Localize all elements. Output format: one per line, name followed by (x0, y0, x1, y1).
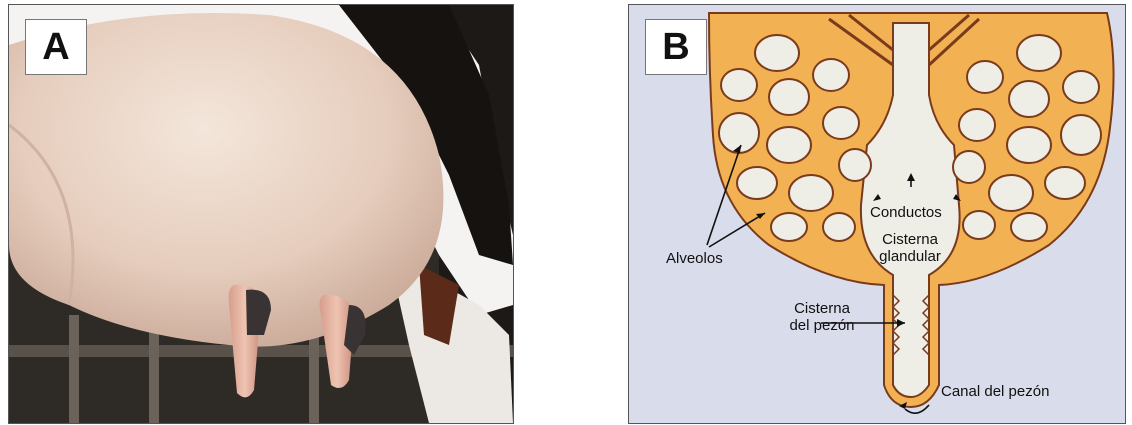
stall-bar (309, 335, 319, 423)
label-cisterna-glandular-line2: glandular (865, 248, 955, 265)
label-conductos: Conductos (870, 204, 942, 221)
label-alveolos: Alveolos (666, 250, 723, 267)
label-cisterna-glandular-line1: Cisterna (865, 231, 955, 248)
stall-bar (149, 325, 159, 423)
panel-letter-b: B (645, 19, 707, 75)
label-canal-pezon: Canal del pezón (941, 383, 1049, 400)
panel-letter-a: A (25, 19, 87, 75)
label-cisterna-pezon-line2: del pezón (777, 317, 867, 334)
stall-bar (69, 315, 79, 423)
udder-photo-panel: A (8, 4, 514, 424)
udder-diagram-panel: B Alveolos Conductos Cisterna glandular … (628, 4, 1126, 424)
label-cisterna-pezon-line1: Cisterna (777, 300, 867, 317)
